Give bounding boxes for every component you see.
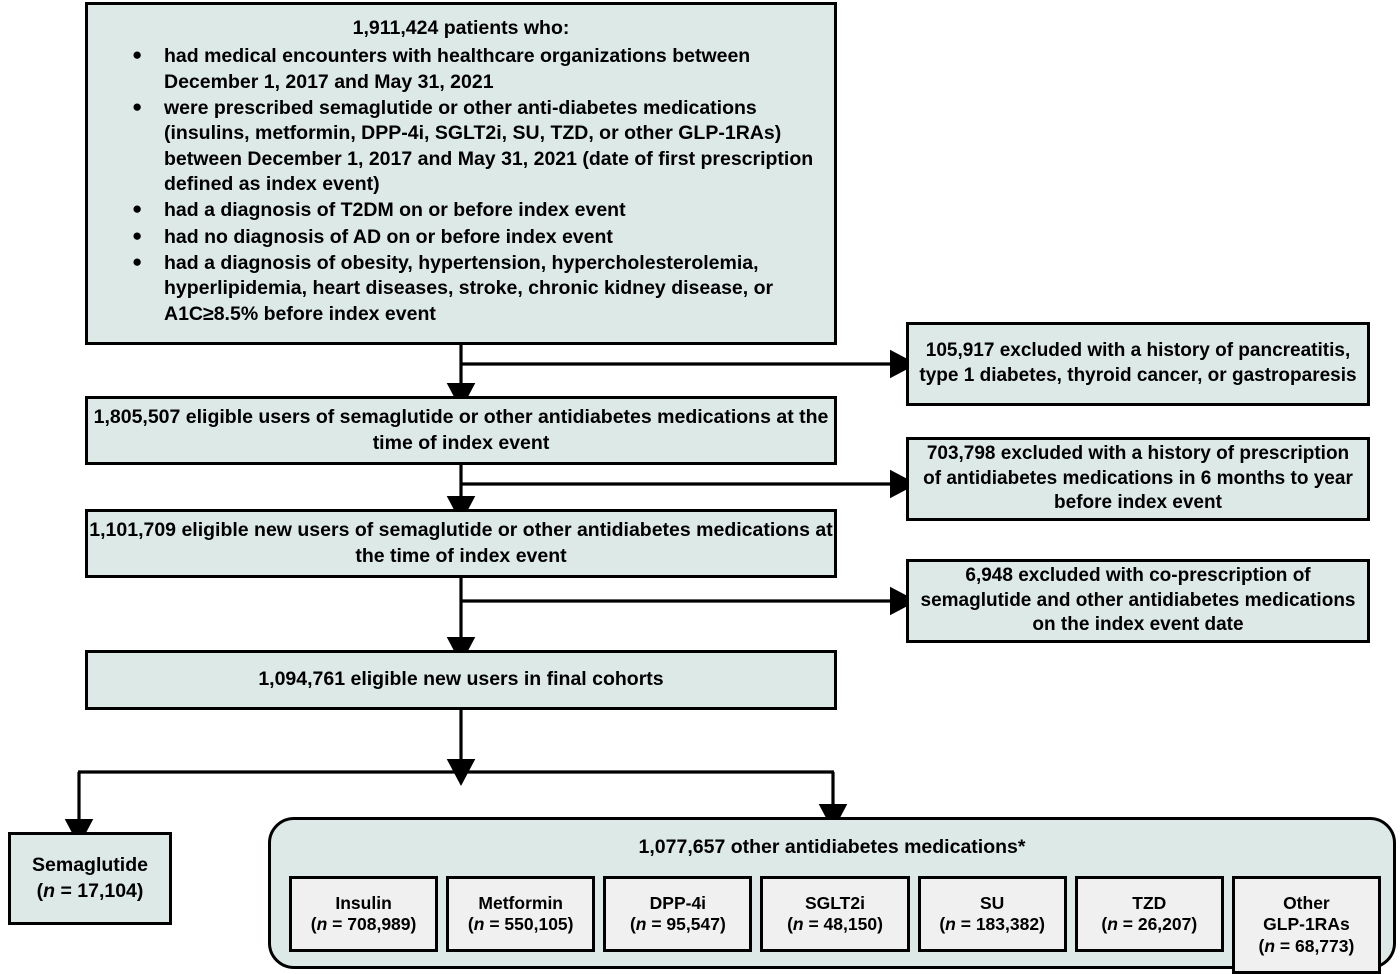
semaglutide-count: (n = 17,104) bbox=[36, 879, 144, 902]
criteria-item: ● were prescribed semaglutide or other a… bbox=[108, 96, 820, 197]
criteria-item: ● had a diagnosis of T2DM on or before i… bbox=[108, 198, 820, 223]
drug-label: Insulin bbox=[335, 892, 392, 913]
drug-count: (n = 68,773) bbox=[1258, 935, 1355, 956]
criteria-item: ● had no diagnosis of AD on or before in… bbox=[108, 225, 820, 250]
criteria-item-text: had a diagnosis of obesity, hypertension… bbox=[164, 252, 774, 325]
drug-box-su: SU (n = 183,382) bbox=[917, 876, 1067, 952]
criteria-item: ● had medical encounters with healthcare… bbox=[108, 44, 820, 95]
exclusion-box-3: 6,948 excluded with co-prescription of s… bbox=[906, 559, 1370, 643]
bullet-icon: ● bbox=[132, 225, 143, 245]
semaglutide-cohort-box: Semaglutide (n = 17,104) bbox=[8, 832, 172, 925]
other-medications-title: 1,077,657 other antidiabetes medications… bbox=[638, 836, 1026, 858]
final-cohort-text: 1,094,761 eligible new users in final co… bbox=[258, 668, 664, 691]
inclusion-criteria-box: 1,911,424 patients who: ● had medical en… bbox=[85, 2, 837, 345]
drug-label: SU bbox=[979, 892, 1005, 913]
eligible-users-text: 1,805,507 eligible users of semaglutide … bbox=[93, 406, 829, 454]
exclusion-text: 6,948 excluded with co-prescription of s… bbox=[920, 564, 1356, 636]
semaglutide-label: Semaglutide bbox=[32, 854, 148, 877]
bullet-icon: ● bbox=[132, 199, 143, 219]
bullet-icon: ● bbox=[132, 97, 143, 117]
bullet-icon: ● bbox=[132, 45, 143, 65]
exclusion-text: 105,917 excluded with a history of pancr… bbox=[919, 340, 1357, 386]
drug-count: (n = 48,150) bbox=[787, 914, 883, 934]
drug-box-dpp4i: DPP-4i (n = 95,547) bbox=[603, 876, 753, 952]
drug-label: SGLT2i bbox=[805, 892, 865, 913]
drug-label: TZD bbox=[1132, 892, 1167, 913]
criteria-item-text: had medical encounters with healthcare o… bbox=[164, 45, 751, 93]
drug-count: (n = 708,989) bbox=[310, 914, 417, 934]
criteria-list: ● had medical encounters with healthcare… bbox=[102, 44, 820, 328]
bullet-icon: ● bbox=[132, 252, 143, 272]
eligible-users-box: 1,805,507 eligible users of semaglutide … bbox=[85, 396, 837, 465]
drug-label: Metformin bbox=[478, 892, 563, 913]
drug-count: (n = 95,547) bbox=[629, 914, 726, 934]
exclusion-box-1: 105,917 excluded with a history of pancr… bbox=[906, 322, 1370, 406]
drug-box-metformin: Metformin (n = 550,105) bbox=[446, 876, 596, 952]
criteria-title: 1,911,424 patients who: bbox=[352, 17, 570, 39]
drug-box-row: Insulin (n = 708,989) Metformin (n = 550… bbox=[289, 876, 1381, 974]
eligible-new-users-box: 1,101,709 eligible new users of semaglut… bbox=[85, 509, 837, 578]
criteria-item-text: were prescribed semaglutide or other ant… bbox=[164, 97, 814, 196]
final-cohort-box: 1,094,761 eligible new users in final co… bbox=[85, 650, 837, 710]
exclusion-text: 703,798 excluded with a history of presc… bbox=[923, 442, 1353, 514]
drug-box-sglt2i: SGLT2i (n = 48,150) bbox=[760, 876, 910, 952]
exclusion-box-2: 703,798 excluded with a history of presc… bbox=[906, 437, 1370, 521]
criteria-item: ● had a diagnosis of obesity, hypertensi… bbox=[108, 251, 820, 327]
drug-box-tzd: TZD (n = 26,207) bbox=[1074, 876, 1224, 952]
drug-count: (n = 550,105) bbox=[467, 914, 574, 934]
drug-label: DPP-4i bbox=[649, 892, 707, 913]
other-medications-panel: 1,077,657 other antidiabetes medications… bbox=[268, 817, 1396, 974]
criteria-item-text: had no diagnosis of AD on or before inde… bbox=[164, 225, 613, 248]
criteria-item-text: had a diagnosis of T2DM on or before ind… bbox=[164, 199, 626, 222]
eligible-new-users-text: 1,101,709 eligible new users of semaglut… bbox=[89, 519, 833, 567]
drug-count: (n = 26,207) bbox=[1101, 914, 1198, 934]
drug-box-insulin: Insulin (n = 708,989) bbox=[289, 876, 439, 952]
drug-count: (n = 183,382) bbox=[939, 914, 1045, 934]
